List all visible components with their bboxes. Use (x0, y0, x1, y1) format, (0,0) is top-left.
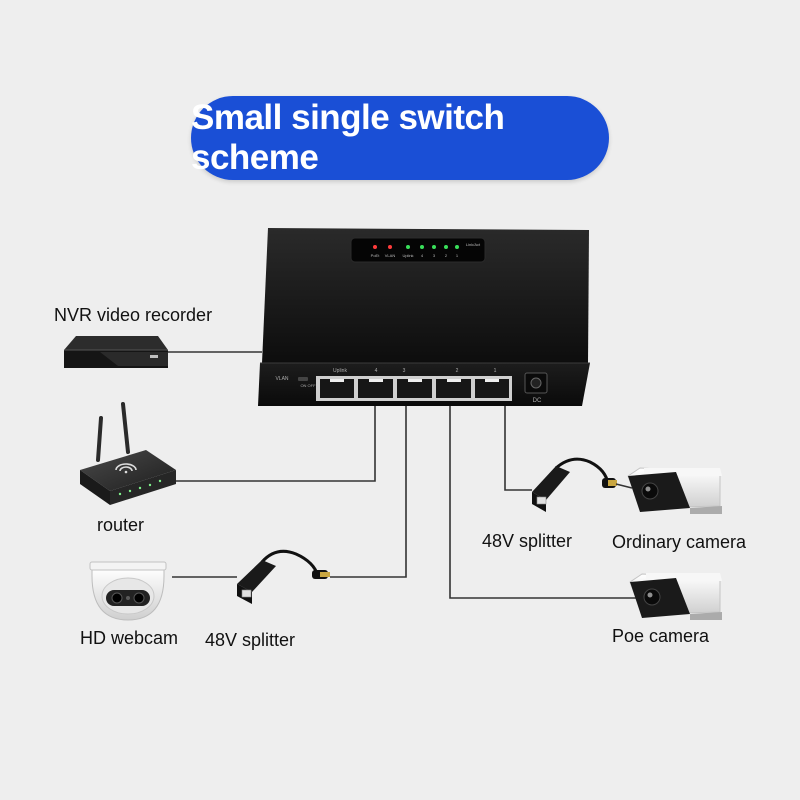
led-port-3 (432, 245, 436, 249)
router-device (80, 402, 176, 505)
nvr-device (64, 336, 168, 368)
port-uplink (320, 379, 354, 398)
led-port-4 (420, 245, 424, 249)
label-nvr: NVR video recorder (54, 305, 213, 325)
label-poe-camera: Poe camera (612, 626, 710, 646)
port-3 (397, 379, 432, 398)
vlan-switch-label: ON OFF (300, 383, 316, 388)
rj45-ports (316, 376, 512, 401)
wifi-icon (115, 463, 137, 474)
port-4 (358, 379, 393, 398)
led-vlan (388, 245, 392, 249)
port-label-3: 3 (403, 368, 406, 374)
port-label-uplink: Uplink (333, 368, 347, 374)
led-label-vlan: VLAN (385, 253, 396, 258)
led-uplink (406, 245, 410, 249)
led-poet (373, 245, 377, 249)
cable-poe-camera (449, 400, 640, 599)
label-ordinary-camera: Ordinary camera (612, 532, 747, 552)
port-label-2: 2 (456, 368, 459, 374)
title-banner: Small single switch scheme (191, 96, 609, 180)
switch-leds: PoEt VLAN Uplink 4 3 2 1 Link/Act (371, 242, 481, 258)
led-label-1: 1 (456, 253, 459, 258)
splitter-left-device (237, 549, 330, 604)
label-hd-webcam: HD webcam (80, 628, 179, 648)
led-label-4: 4 (421, 253, 424, 258)
poe-switch: PoEt VLAN Uplink 4 3 2 1 Link/Act VLAN O… (258, 228, 590, 406)
port-2 (436, 379, 471, 398)
led-label-link-act: Link/Act (466, 242, 481, 247)
port-label-4: 4 (375, 368, 378, 374)
cable-splitter-left (330, 400, 407, 578)
cable-router (175, 400, 376, 482)
port-label-1: 1 (494, 368, 497, 374)
hd-webcam-device (89, 561, 167, 621)
led-label-2: 2 (445, 253, 448, 258)
led-port-2 (444, 245, 448, 249)
page-title: Small single switch scheme (191, 98, 505, 177)
led-port-1 (455, 245, 459, 249)
ordinary-camera-device (627, 467, 722, 514)
label-splitter-right: 48V splitter (482, 531, 573, 551)
cables (168, 351, 640, 599)
cable-splitter-right (504, 400, 532, 491)
label-router: router (97, 515, 145, 535)
dc-label: DC (533, 398, 542, 404)
led-panel (350, 237, 486, 263)
poe-camera-device (629, 573, 722, 620)
led-label-uplink: Uplink (402, 253, 413, 258)
label-splitter-left: 48V splitter (205, 630, 296, 650)
vlan-toggle (298, 377, 308, 381)
port-1 (475, 379, 509, 398)
led-label-poet: PoEt (371, 253, 381, 258)
splitter-right-device (532, 457, 633, 512)
switch-top (262, 228, 589, 363)
vlan-label: VLAN (275, 376, 288, 382)
led-label-3: 3 (433, 253, 436, 258)
